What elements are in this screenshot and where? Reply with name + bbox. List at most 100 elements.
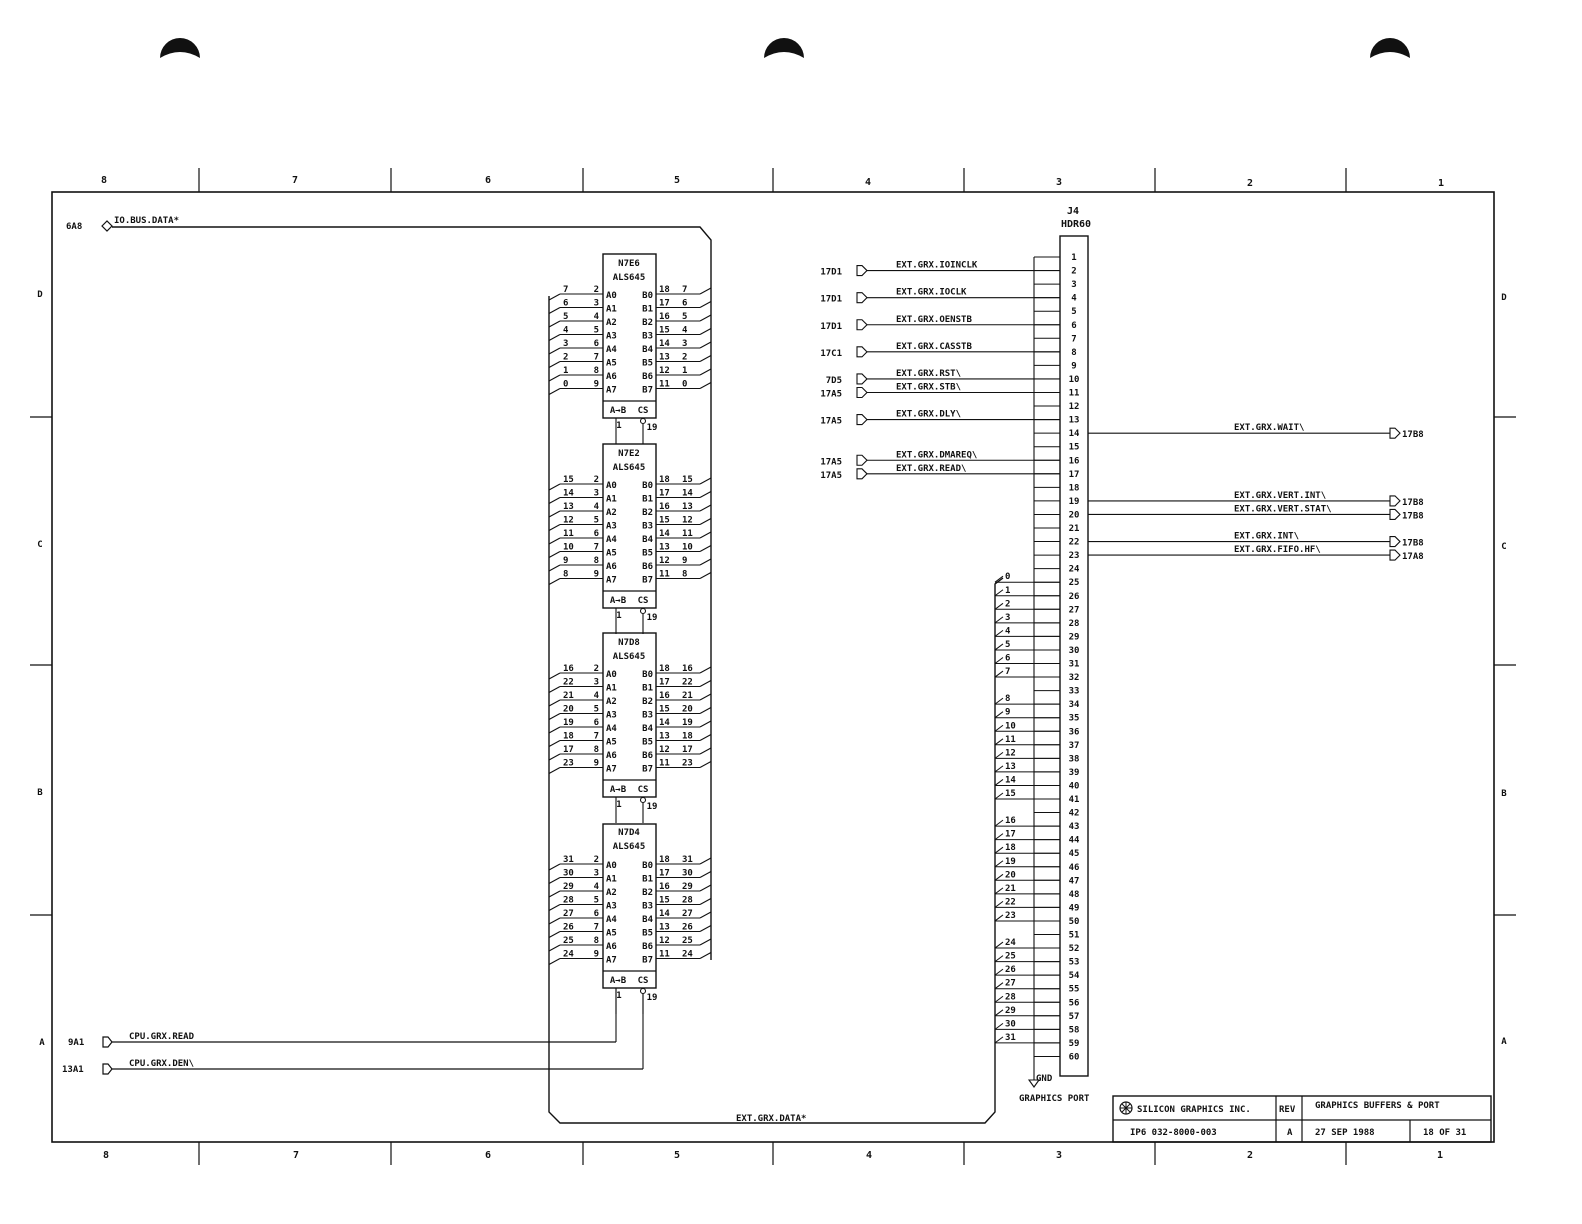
b-pin-number: 12	[659, 366, 670, 376]
cs-bubble	[639, 417, 647, 425]
output-port-icon	[1389, 495, 1401, 507]
hdr60-connector: J4 HDR60 GND GRAPHICS PORT 1234567891011…	[1019, 206, 1091, 1104]
col-label: 6	[485, 1150, 491, 1161]
a-bit-label: 14	[563, 489, 574, 499]
data-bit-label: 21	[1005, 884, 1016, 894]
a-pin-name: A4	[606, 345, 617, 355]
b-pin-name: B3	[642, 902, 653, 912]
b-pin-number: 17	[659, 678, 670, 688]
data-bus-entry	[994, 833, 1004, 841]
data-bus-entry	[994, 751, 1004, 759]
connector-pin-number: 22	[1069, 538, 1080, 548]
input-signal-name: EXT.GRX.DLY\	[896, 410, 961, 420]
b-bit-label: 15	[682, 475, 693, 485]
a-bus-entry	[548, 334, 561, 341]
b-bit-label: 2	[682, 353, 687, 363]
a-pin-name: A7	[606, 956, 617, 966]
b-pin-number: 11	[659, 570, 670, 580]
data-bit-label: 28	[1005, 992, 1016, 1002]
b-pin-name: B2	[642, 888, 653, 898]
a-bit-label: 5	[563, 312, 568, 322]
connector-pin-number: 46	[1069, 863, 1080, 873]
output-signal-name: EXT.GRX.VERT.INT\	[1234, 491, 1326, 501]
connector-pin-number: 13	[1069, 416, 1080, 426]
b-bit-label: 23	[682, 759, 693, 769]
b-bit-label: 4	[682, 326, 688, 336]
data-bit-label: 7	[1005, 667, 1010, 677]
input-port-icon	[856, 373, 868, 385]
a-pin-name: A6	[606, 372, 617, 382]
input-signal-ref: 17A5	[820, 471, 842, 481]
connector-pin-number: 1	[1071, 253, 1076, 263]
connector-pin-number: 19	[1069, 497, 1080, 507]
a-pin-number: 4	[594, 312, 600, 322]
a-bus-entry	[548, 917, 561, 925]
cs-label: CS	[638, 785, 649, 795]
a-bit-label: 7	[563, 285, 568, 295]
a-pin-number: 4	[594, 691, 600, 701]
a-pin-name: A4	[606, 724, 617, 734]
chip-part: ALS645	[613, 273, 646, 283]
b-pin-number: 18	[659, 285, 670, 295]
connector-pin-number: 37	[1069, 741, 1080, 751]
b-bus-entry	[699, 341, 712, 349]
data-bus-entry	[994, 657, 1004, 664]
data-bus-entry	[994, 779, 1004, 786]
input-port-icon	[856, 454, 868, 466]
b-pin-name: B1	[642, 875, 653, 885]
b-pin-number: 17	[659, 489, 670, 499]
input-signal-name: EXT.GRX.IOINCLK	[896, 261, 978, 271]
a-bus-entry	[548, 551, 561, 558]
punch-holes	[160, 38, 1410, 58]
data-bit-label: 24	[1005, 938, 1016, 948]
b-bit-label: 9	[682, 556, 687, 566]
a-bus-entry	[548, 958, 561, 965]
a-pin-number: 7	[594, 543, 599, 553]
connector-pin-number: 28	[1069, 619, 1080, 629]
b-pin-name: B5	[642, 549, 653, 559]
data-bit-label: 2	[1005, 599, 1010, 609]
a-bus-entry	[548, 388, 561, 395]
input-signal-name: EXT.GRX.READ\	[896, 464, 966, 474]
a-pin-number: 5	[594, 705, 599, 715]
b-pin-number: 15	[659, 326, 670, 336]
a-pin-name: A5	[606, 549, 617, 559]
a-bit-label: 17	[563, 745, 574, 755]
cs-bubble	[639, 987, 647, 995]
cs-pin: 19	[647, 423, 658, 433]
a-bus-entry	[548, 524, 561, 531]
row-label: C	[1501, 542, 1506, 552]
input-signal-ref: 17A5	[820, 417, 842, 427]
connector-pin-number: 56	[1069, 998, 1080, 1008]
col-label: 7	[292, 175, 298, 186]
a-pin-number: 7	[594, 353, 599, 363]
col-label: 1	[1438, 178, 1444, 189]
a-bus-entry	[548, 320, 561, 328]
b-bit-label: 22	[682, 678, 693, 688]
b-pin-number: 11	[659, 759, 670, 769]
data-bus-entry	[994, 901, 1004, 908]
connector-pin-number: 30	[1069, 646, 1080, 656]
b-pin-number: 15	[659, 896, 670, 906]
chip-body	[602, 823, 657, 989]
a-pin-name: A1	[606, 875, 617, 885]
data-bit-label: 3	[1005, 613, 1010, 623]
connector-pin-number: 24	[1069, 565, 1080, 575]
b-bus-entry	[699, 477, 712, 485]
b-pin-name: B5	[642, 738, 653, 748]
col-label: 8	[103, 1150, 109, 1161]
b-pin-name: B7	[642, 765, 653, 775]
col-label: 6	[485, 175, 491, 186]
connector-pin-number: 16	[1069, 456, 1080, 466]
b-pin-name: B5	[642, 929, 653, 939]
b-bus-entry	[699, 287, 712, 295]
a-bit-label: 11	[563, 529, 574, 539]
b-bus-entry	[699, 857, 712, 865]
data-bus-entry	[994, 887, 1004, 895]
connector-pin-number: 39	[1069, 768, 1080, 778]
b-bus-entry	[699, 761, 712, 768]
a-pin-number: 8	[594, 556, 599, 566]
connector-pin-number: 17	[1069, 470, 1080, 480]
cpu-den-ref: 13A1	[62, 1065, 84, 1075]
